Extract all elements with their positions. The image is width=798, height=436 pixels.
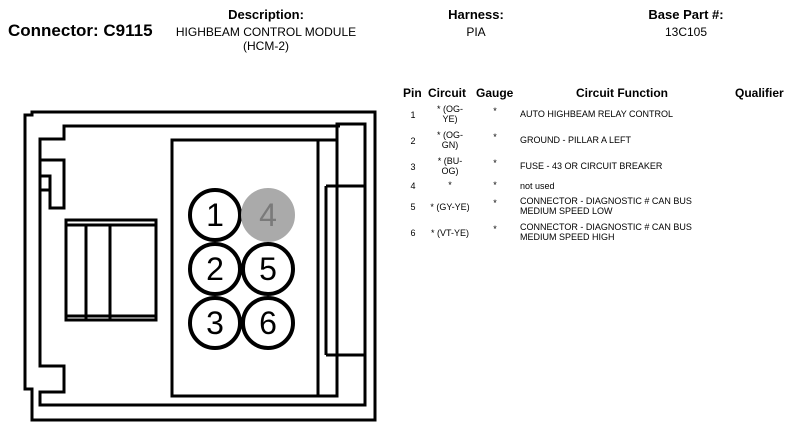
row-gauge: * — [493, 158, 497, 168]
housing-outer-outline — [23, 110, 377, 422]
row-circuit: * (OG-GN) — [424, 130, 476, 150]
connector-pins: 1 2 3 4 5 6 — [188, 188, 295, 350]
row-circuit-line-2: YE) — [442, 114, 458, 124]
description-value: HIGHBEAM CONTROL MODULE (HCM-2) — [166, 25, 366, 53]
row-pin: 6 — [410, 228, 416, 238]
row-function-line-1: CONNECTOR - DIAGNOSTIC # CAN BUS — [520, 222, 692, 232]
row-pin: 2 — [410, 136, 416, 146]
row-gauge: * — [493, 224, 497, 234]
col-header-circuit-function: Circuit Function — [576, 86, 668, 100]
pin-1-circle — [188, 188, 242, 242]
row-pin: 1 — [410, 110, 416, 120]
row-function: FUSE - 43 OR CIRCUIT BREAKER — [520, 161, 720, 171]
harness-value: PIA — [466, 25, 486, 39]
row-circuit: * — [424, 180, 476, 190]
row-function: not used — [520, 181, 720, 191]
pin-2-label: 2 — [206, 251, 224, 287]
row-circuit-line-1: * (VT-YE) — [430, 228, 469, 238]
row-circuit-line-1: * (BU- — [437, 156, 463, 166]
row-function-line-1: GROUND - PILLAR A LEFT — [520, 135, 632, 145]
harness-label: Harness: — [448, 7, 504, 22]
row-function: AUTO HIGHBEAM RELAY CONTROL — [520, 109, 720, 119]
pin-5-circle — [241, 242, 295, 296]
row-circuit-line-1: * — [448, 180, 452, 190]
row-circuit: * (VT-YE) — [424, 228, 476, 238]
row-function-line-2: MEDIUM SPEED HIGH — [520, 232, 615, 242]
pin-4-label: 4 — [259, 197, 277, 233]
row-gauge: * — [493, 132, 497, 142]
description-line-2: (HCM-2) — [243, 39, 289, 53]
row-gauge: * — [493, 106, 497, 116]
left-latch-upper — [40, 158, 66, 210]
description-label: Description: — [228, 7, 304, 22]
col-header-qualifier: Qualifier — [735, 86, 784, 100]
row-function-line-1: CONNECTOR - DIAGNOSTIC # CAN BUS — [520, 196, 692, 206]
description-line-1: HIGHBEAM CONTROL MODULE — [175, 25, 357, 39]
row-function-line-2: MEDIUM SPEED LOW — [520, 206, 613, 216]
row-circuit: * (GY-YE) — [424, 202, 476, 212]
right-side-detail — [318, 138, 339, 398]
row-function: GROUND - PILLAR A LEFT — [520, 135, 720, 145]
row-gauge: * — [493, 180, 497, 190]
base-part-value: 13C105 — [664, 25, 708, 39]
col-header-pin: Pin — [403, 86, 422, 100]
pin-6-label: 6 — [259, 305, 277, 341]
col-header-gauge: Gauge — [476, 86, 514, 100]
pin-3-label: 3 — [206, 305, 224, 341]
connector-face-diagram: 1 2 3 4 5 6 — [23, 110, 377, 422]
left-latch-lower — [40, 174, 52, 192]
row-function-line-1: not used — [520, 181, 555, 191]
row-circuit-line-2: GN) — [441, 140, 459, 150]
row-circuit-line-1: * (GY-YE) — [430, 202, 470, 212]
pin-4-circle — [241, 188, 295, 242]
row-circuit: * (BU-OG) — [424, 156, 476, 176]
row-pin: 4 — [410, 181, 416, 191]
row-circuit-line-1: * (OG- — [437, 130, 463, 140]
pin-3-circle — [188, 296, 242, 350]
base-part-label: Base Part #: — [648, 7, 724, 22]
col-header-circuit: Circuit — [428, 86, 467, 100]
pin-6-circle — [241, 296, 295, 350]
pin-cavity-block — [170, 138, 320, 398]
pin-2-circle — [188, 242, 242, 296]
pin-5-label: 5 — [259, 251, 277, 287]
row-gauge: * — [493, 198, 497, 208]
connector-title: Connector: C9115 — [8, 21, 153, 40]
row-pin: 3 — [410, 162, 416, 172]
row-function-line-1: AUTO HIGHBEAM RELAY CONTROL — [520, 109, 674, 119]
housing-inner-outline — [38, 122, 367, 407]
row-pin: 5 — [410, 202, 416, 212]
connector-housing — [23, 110, 377, 422]
row-circuit-line-1: * (OG- — [437, 104, 463, 114]
row-circuit: * (OG-YE) — [424, 104, 476, 124]
pin-1-label: 1 — [206, 197, 224, 233]
row-function-line-1: FUSE - 43 OR CIRCUIT BREAKER — [520, 161, 663, 171]
row-circuit-line-2: OG) — [441, 166, 459, 176]
